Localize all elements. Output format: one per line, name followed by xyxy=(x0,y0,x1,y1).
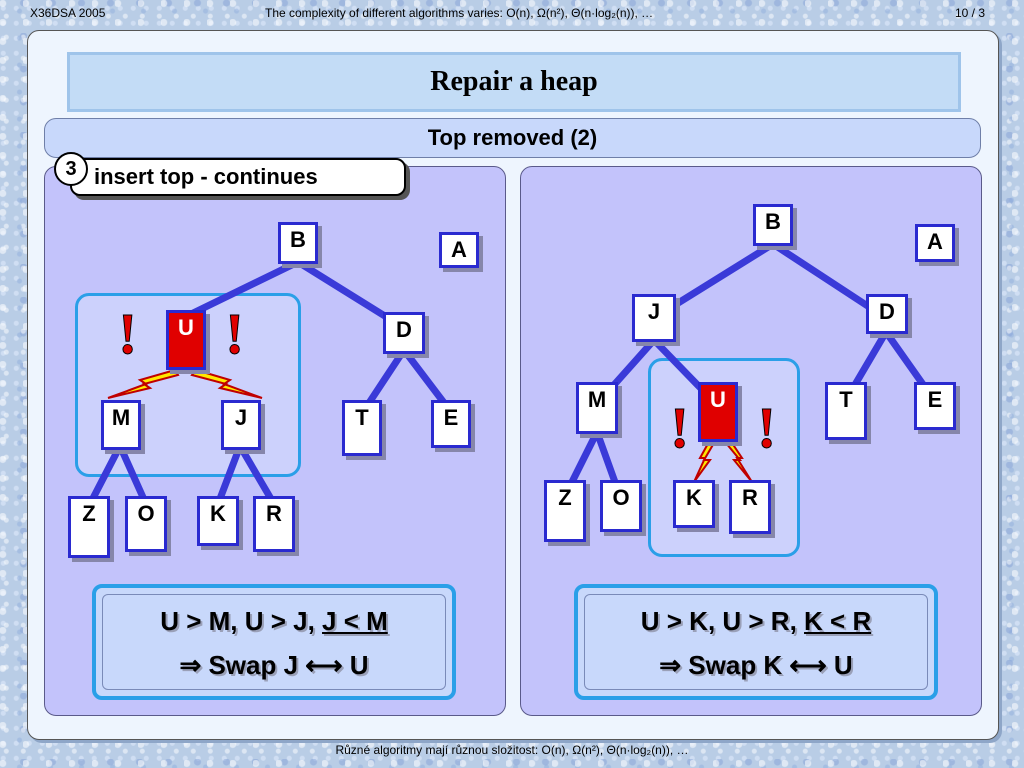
left-node-z: Z xyxy=(68,496,110,558)
left-node-t: T xyxy=(342,400,382,456)
right-node-z: Z xyxy=(544,480,586,542)
left-exclamation-left: ! xyxy=(117,301,138,367)
left-node-u: U xyxy=(166,310,206,370)
right-node-t: T xyxy=(825,382,867,440)
right-swap-line: ⇒ Swap K ⟷ U xyxy=(659,650,853,680)
right-node-d: D xyxy=(866,294,908,334)
slide-topic: The complexity of different algorithms v… xyxy=(265,6,654,20)
right-node-a: A xyxy=(915,224,955,262)
edge xyxy=(236,442,278,508)
left-node-k: K xyxy=(197,496,239,546)
left-node-r: R xyxy=(253,496,295,552)
right-comparison-plain: U > K, U > R, xyxy=(640,606,805,636)
right-node-k: K xyxy=(673,480,715,528)
left-node-a: A xyxy=(439,232,479,268)
right-exclamation-left: ! xyxy=(669,395,690,461)
left-exclamation-right: ! xyxy=(224,301,245,367)
left-node-o: O xyxy=(125,496,167,552)
right-tree-edges xyxy=(561,240,938,500)
right-node-m: M xyxy=(576,382,618,434)
right-node-r: R xyxy=(729,480,771,534)
left-comparison-line: U > M, U > J, J < M xyxy=(96,606,452,637)
right-exclamation-right: ! xyxy=(756,395,777,461)
edge xyxy=(116,442,150,508)
left-node-e: E xyxy=(431,400,471,448)
left-node-d: D xyxy=(383,312,425,354)
left-node-b: B xyxy=(278,222,318,264)
right-node-e: E xyxy=(914,382,956,430)
right-bolt-to-r xyxy=(724,438,753,483)
left-comparison-plain: U > M, U > J, xyxy=(160,606,323,636)
left-node-m: M xyxy=(101,400,141,450)
edge xyxy=(86,442,124,508)
page-number: 10 / 3 xyxy=(955,6,986,20)
step-label: insert top - continues xyxy=(70,158,406,196)
right-node-j: J xyxy=(632,294,676,342)
right-comparison-line: U > K, U > R, K < R xyxy=(578,606,934,637)
slide-title: Repair a heap xyxy=(67,52,961,112)
right-bolt-to-k xyxy=(693,438,716,483)
edge xyxy=(183,258,302,320)
right-comparison-result: K < R xyxy=(804,606,872,636)
left-bolt-to-m xyxy=(107,368,180,399)
edge xyxy=(214,442,244,508)
left-comparison-box: U > M, U > J, J < M ⇒ Swap J ⟷ U xyxy=(92,584,456,700)
right-node-b: B xyxy=(753,204,793,246)
right-node-o: O xyxy=(600,480,642,532)
footer-text: Různé algoritmy mají různou složitost: O… xyxy=(335,743,689,757)
left-swap-line: ⇒ Swap J ⟷ U xyxy=(179,650,369,680)
left-comparison-result: J < M xyxy=(322,606,388,636)
left-node-j: J xyxy=(221,400,261,450)
slide-subtitle: Top removed (2) xyxy=(44,118,981,158)
course-label: X36DSA 2005 xyxy=(30,6,106,20)
right-comparison-box: U > K, U > R, K < R ⇒ Swap K ⟷ U xyxy=(574,584,938,700)
step-number-badge: 3 xyxy=(54,152,88,186)
right-node-u: U xyxy=(698,382,738,442)
left-bolt-to-j xyxy=(190,368,263,399)
